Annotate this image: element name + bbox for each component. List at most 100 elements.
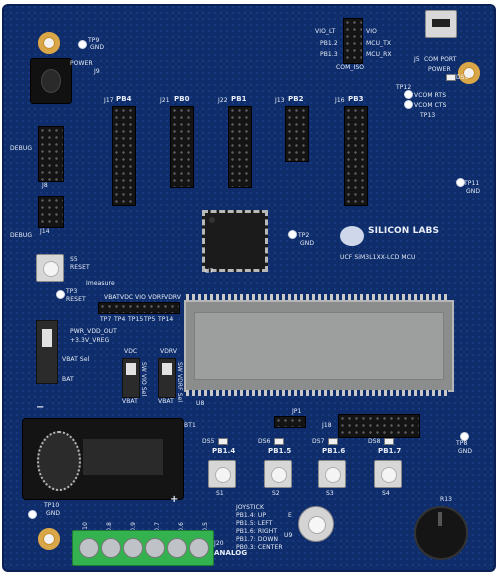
reset2-label: RESET [66,296,86,303]
vbat2-label: VBAT [122,398,138,405]
analog-label: ANALOG [214,549,248,557]
lcd-display [184,300,454,392]
reset-button[interactable] [36,254,64,282]
mounting-hole-top-left [38,32,60,54]
test-point-tp12 [404,90,413,99]
debug-header-j14[interactable] [38,196,64,228]
led-ds5 [218,438,228,445]
debug-header[interactable] [38,126,64,182]
tp10-gnd-label: GND [46,510,61,517]
tp15-label: TP15 [128,316,144,323]
header-pb0[interactable] [170,106,194,188]
u9-label: U9 [284,532,293,539]
vio-label: VIO [366,28,377,35]
j17-label: J17 [104,97,114,104]
tp14-label: TP14 [158,316,174,323]
vcom-rts-label: VCOM RTS [414,92,447,99]
j22-label: J22 [218,97,228,104]
j20-label: J20 [214,540,224,547]
u7-label: U7 [205,268,214,275]
ds8-label: DS8 [368,438,381,445]
j14-label: J14 [40,228,50,235]
led-ds8 [384,438,394,445]
ds9-label: DS9 [456,74,469,81]
tp4-label: TP4 [114,316,126,323]
tp2-gnd-label: GND [300,240,315,247]
vdc2-label: VDC [124,348,138,355]
push-button-s2[interactable] [264,460,292,488]
vdrf-select-switch[interactable] [158,358,176,398]
tp9-gnd-label: GND [90,44,105,51]
joystick-left-label: PB1.5: LEFT [236,520,273,527]
j18-header[interactable] [338,414,420,438]
s3-label: S3 [326,490,334,497]
mcu-tx-label: MCU_TX [366,40,392,47]
analog-joystick[interactable] [298,506,334,542]
sw-vio-sel-label: SW VIO Sel [140,362,147,397]
vdc-label: VDC [120,294,134,301]
battery-plus-label: + [170,494,179,505]
sw-vdrf-sel-label: SW VDRF Sel [176,362,183,403]
tp2-label: TP2 [298,232,310,239]
s4-label: S4 [382,490,390,497]
pb16-label: PB1.6 [322,447,346,455]
tp7-label: TP7 [100,316,112,323]
tp11-gnd-label: GND [466,188,481,195]
test-point-tp3 [56,290,65,299]
com-iso-label: COM_ISO [336,64,365,71]
j21-label: J21 [160,97,170,104]
push-button-s1[interactable] [208,460,236,488]
header-pb3[interactable] [344,106,368,206]
s2-label: S2 [272,490,280,497]
silicon-labs-logo-icon [340,226,364,246]
j5-label: J5 [414,56,420,63]
push-button-s3[interactable] [318,460,346,488]
power-led [446,74,456,81]
header-pb4[interactable] [112,106,136,206]
joystick-right-label: PB1.6: RIGHT [236,528,278,535]
com-port-label: COM PORT [424,56,457,63]
reset-label: RESET [70,264,90,271]
e-label: E [288,512,292,519]
vio2-label: VIO [135,294,146,301]
u8-label: U8 [196,400,205,407]
ds7-label: DS7 [312,438,325,445]
silicon-labs-label: SILICON LABS [368,226,440,236]
pb3-label: PB3 [348,95,364,103]
vdrv2-label: VDRV [160,348,178,355]
mcu-chip [202,210,268,272]
usb-com-port[interactable] [425,10,457,38]
header-pb2[interactable] [285,106,309,162]
potentiometer-knob[interactable] [414,506,468,560]
mcu-rx-label: MCU_RX [366,51,392,58]
jp1-header[interactable] [274,416,306,428]
vio-select-switch[interactable] [122,358,140,398]
vbat-select-switch[interactable] [36,320,58,384]
test-point-tp9 [78,40,87,49]
r13-label: R13 [440,496,453,503]
vbat3-label: VBAT [158,398,174,405]
vio-lt-label: VIO_LT [315,28,336,35]
board-name-label: UCF SiM3L1XX-LCD MCU [340,254,416,261]
lcd-pins-bottom [186,390,448,396]
vdrf-label: VDRF [148,294,165,301]
debug-label: DEBUG [10,145,33,152]
tp3-label: TP3 [66,288,78,295]
vdrv-label: VDRV [164,294,182,301]
pb15-label: PB1.5 [268,447,292,455]
analog-terminal-block[interactable] [72,530,214,566]
s1-label: S1 [216,490,224,497]
joystick-center-label: PB0.3: CENTER [236,544,283,551]
j13-label: J13 [275,97,285,104]
imeasure-label: Imeasure [86,280,115,287]
pwr-vdd-out-label: PWR_VDD_OUT [70,328,117,335]
pb13-label: PB1.3 [320,51,338,58]
push-button-s4[interactable] [374,460,402,488]
power-jack[interactable] [30,58,72,104]
header-pb1[interactable] [228,106,252,188]
com-iso-jumper[interactable] [343,18,363,64]
ds5-label: DS5 [202,438,215,445]
tp8-gnd-label: GND [458,448,473,455]
j9-label: J9 [94,68,100,75]
power-measure-header[interactable] [98,302,180,314]
